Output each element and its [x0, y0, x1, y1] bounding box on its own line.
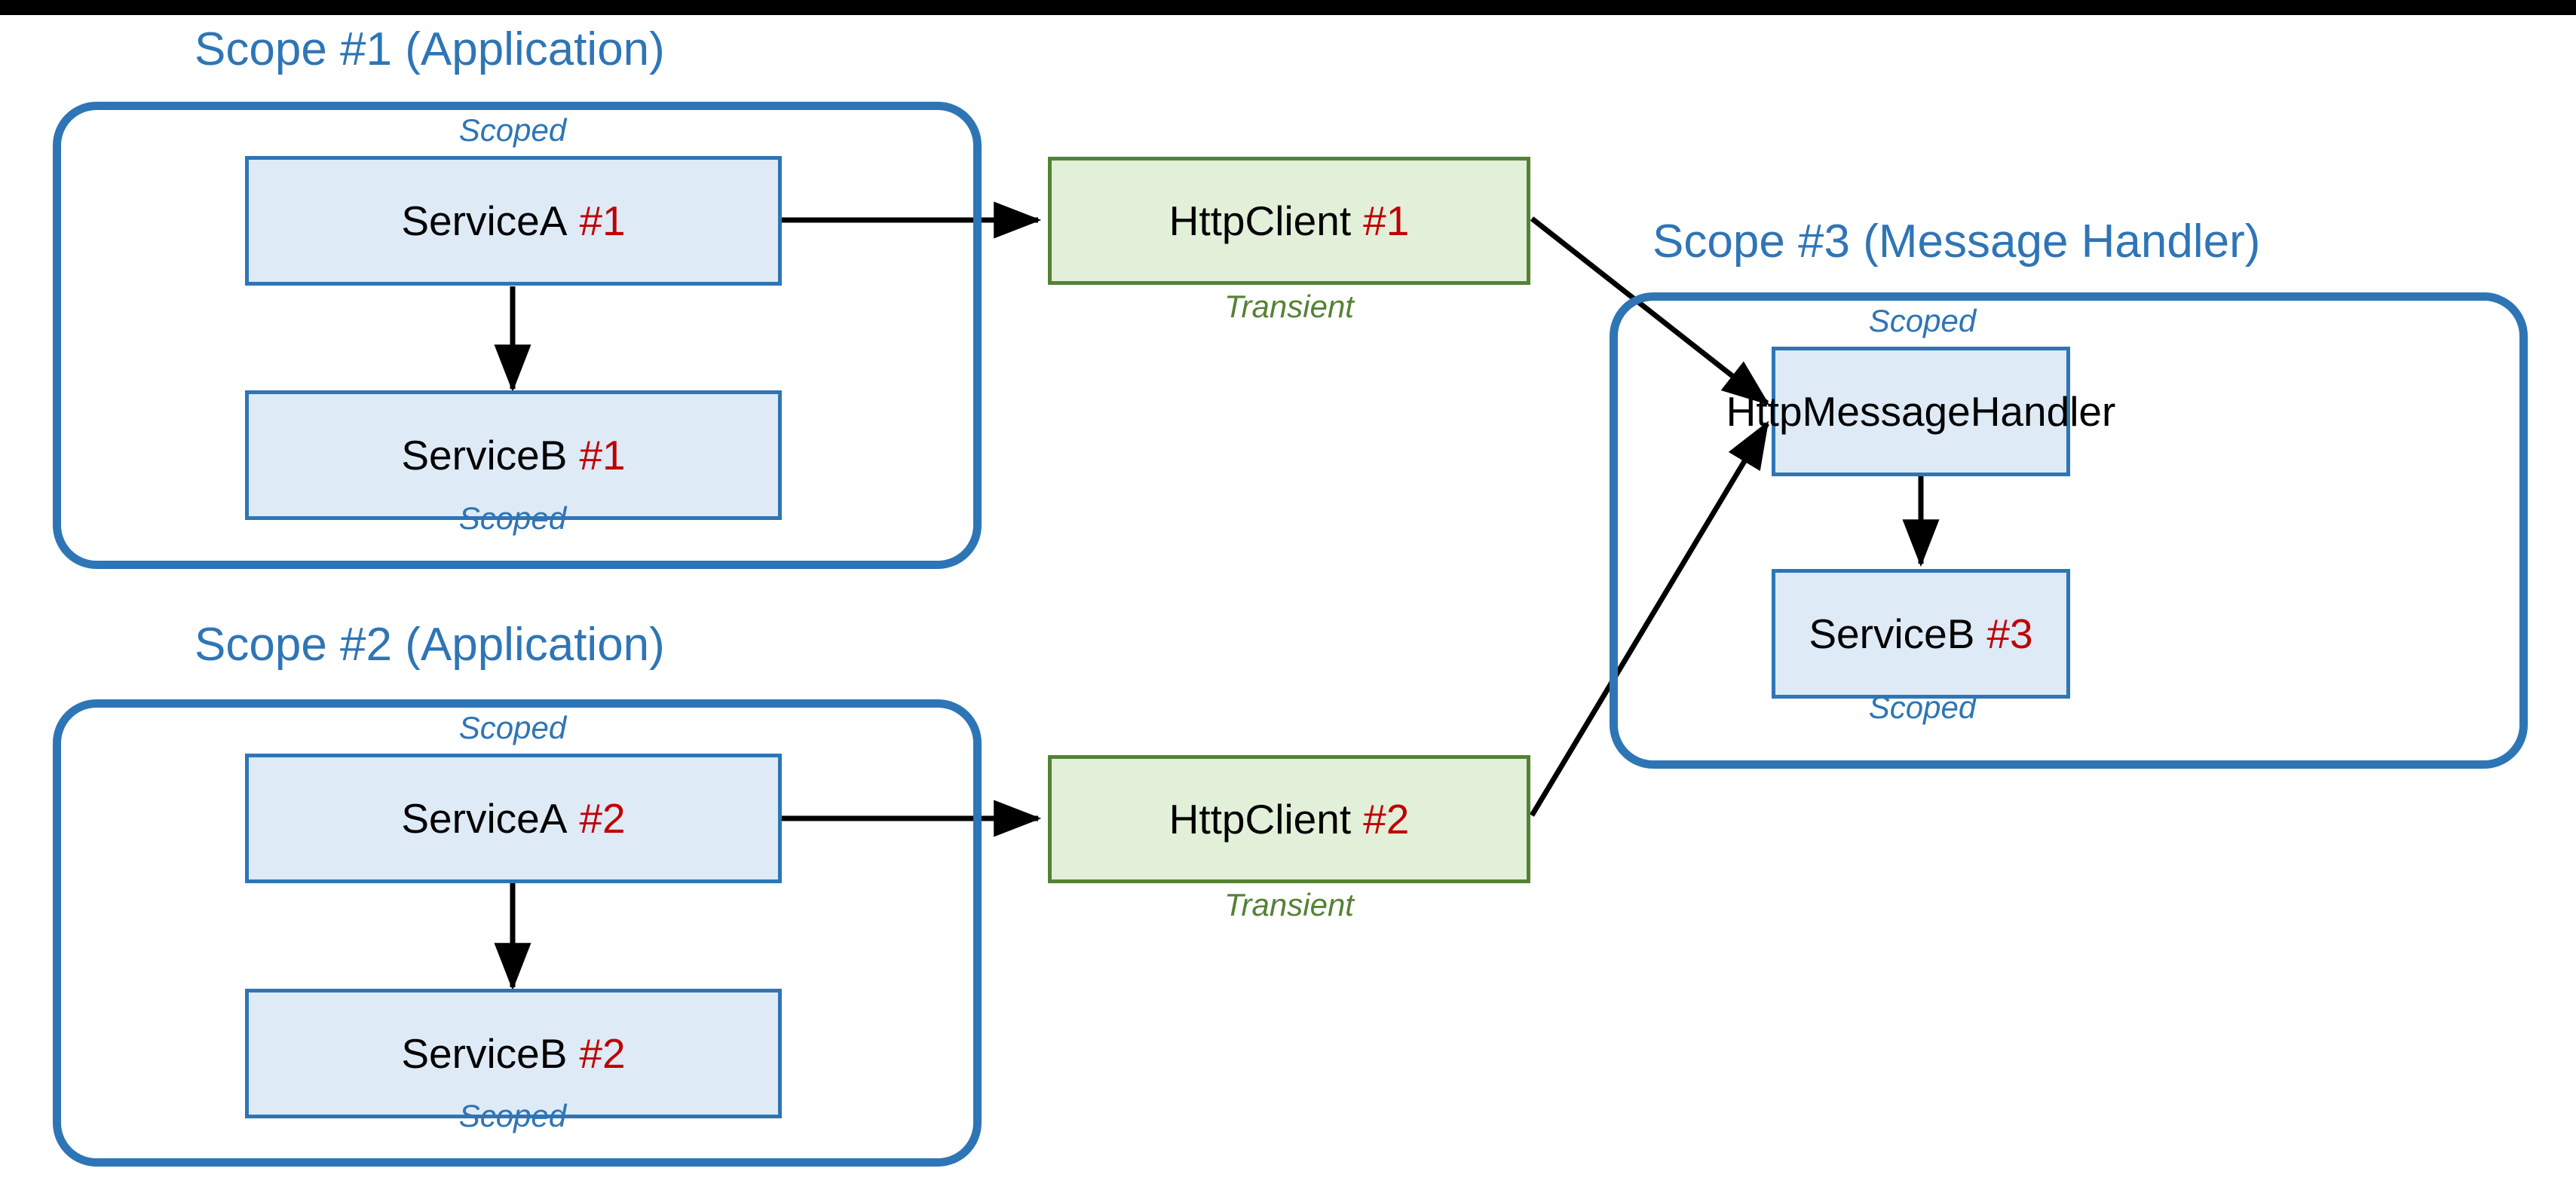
scope3-title: Scope #3 (Message Handler) [1652, 216, 2261, 268]
node-serviceB1-name: ServiceB [401, 431, 568, 479]
node-httpclient2-name: HttpClient [1169, 795, 1352, 843]
scope1-container [53, 102, 982, 569]
node-serviceA2[interactable]: ServiceA #2 [245, 754, 782, 883]
node-serviceB3-number: #3 [1986, 610, 2033, 657]
node-serviceA1-number: #1 [579, 197, 626, 244]
node-serviceB1[interactable]: ServiceB #1 [245, 390, 782, 520]
node-serviceB1-number: #1 [579, 431, 626, 479]
scope2-bottom-caption: Scoped [458, 1098, 567, 1133]
scope1-title: Scope #1 (Application) [195, 23, 665, 75]
node-serviceB3[interactable]: ServiceB #3 [1772, 569, 2070, 699]
scope1-bottom-caption: Scoped [458, 500, 567, 536]
scope3-container [1610, 292, 2528, 769]
node-httpclient1-number: #1 [1363, 197, 1410, 244]
scope2-title: Scope #2 (Application) [195, 619, 665, 671]
httpclient1-caption: Transient [1224, 289, 1354, 324]
node-serviceA1[interactable]: ServiceA #1 [245, 156, 782, 286]
node-serviceA2-name: ServiceA [401, 794, 568, 842]
top-black-bar [0, 0, 2576, 15]
scope3-top-caption: Scoped [1868, 303, 1977, 338]
node-httpclient1[interactable]: HttpClient #1 [1048, 157, 1530, 285]
node-httpclient1-name: HttpClient [1169, 197, 1352, 244]
node-serviceA1-name: ServiceA [401, 197, 568, 244]
node-httpmessagehandler[interactable]: HttpMessageHandler [1726, 347, 2115, 476]
node-serviceA2-number: #2 [579, 794, 626, 842]
httpclient2-caption: Transient [1224, 887, 1354, 922]
node-httpclient2-number: #2 [1363, 795, 1410, 843]
scope1-top-caption: Scoped [458, 112, 567, 148]
node-httpmessagehandler-name: HttpMessageHandler [1726, 387, 2116, 435]
node-serviceB2[interactable]: ServiceB #2 [245, 989, 782, 1118]
scope2-top-caption: Scoped [458, 710, 567, 745]
scope3-bottom-caption: Scoped [1868, 690, 1977, 725]
node-serviceB2-name: ServiceB [401, 1029, 568, 1077]
node-httpclient2[interactable]: HttpClient #2 [1048, 755, 1530, 883]
scope2-container [53, 699, 982, 1167]
node-serviceB3-name: ServiceB [1809, 610, 1975, 657]
node-serviceB2-number: #2 [579, 1029, 626, 1077]
